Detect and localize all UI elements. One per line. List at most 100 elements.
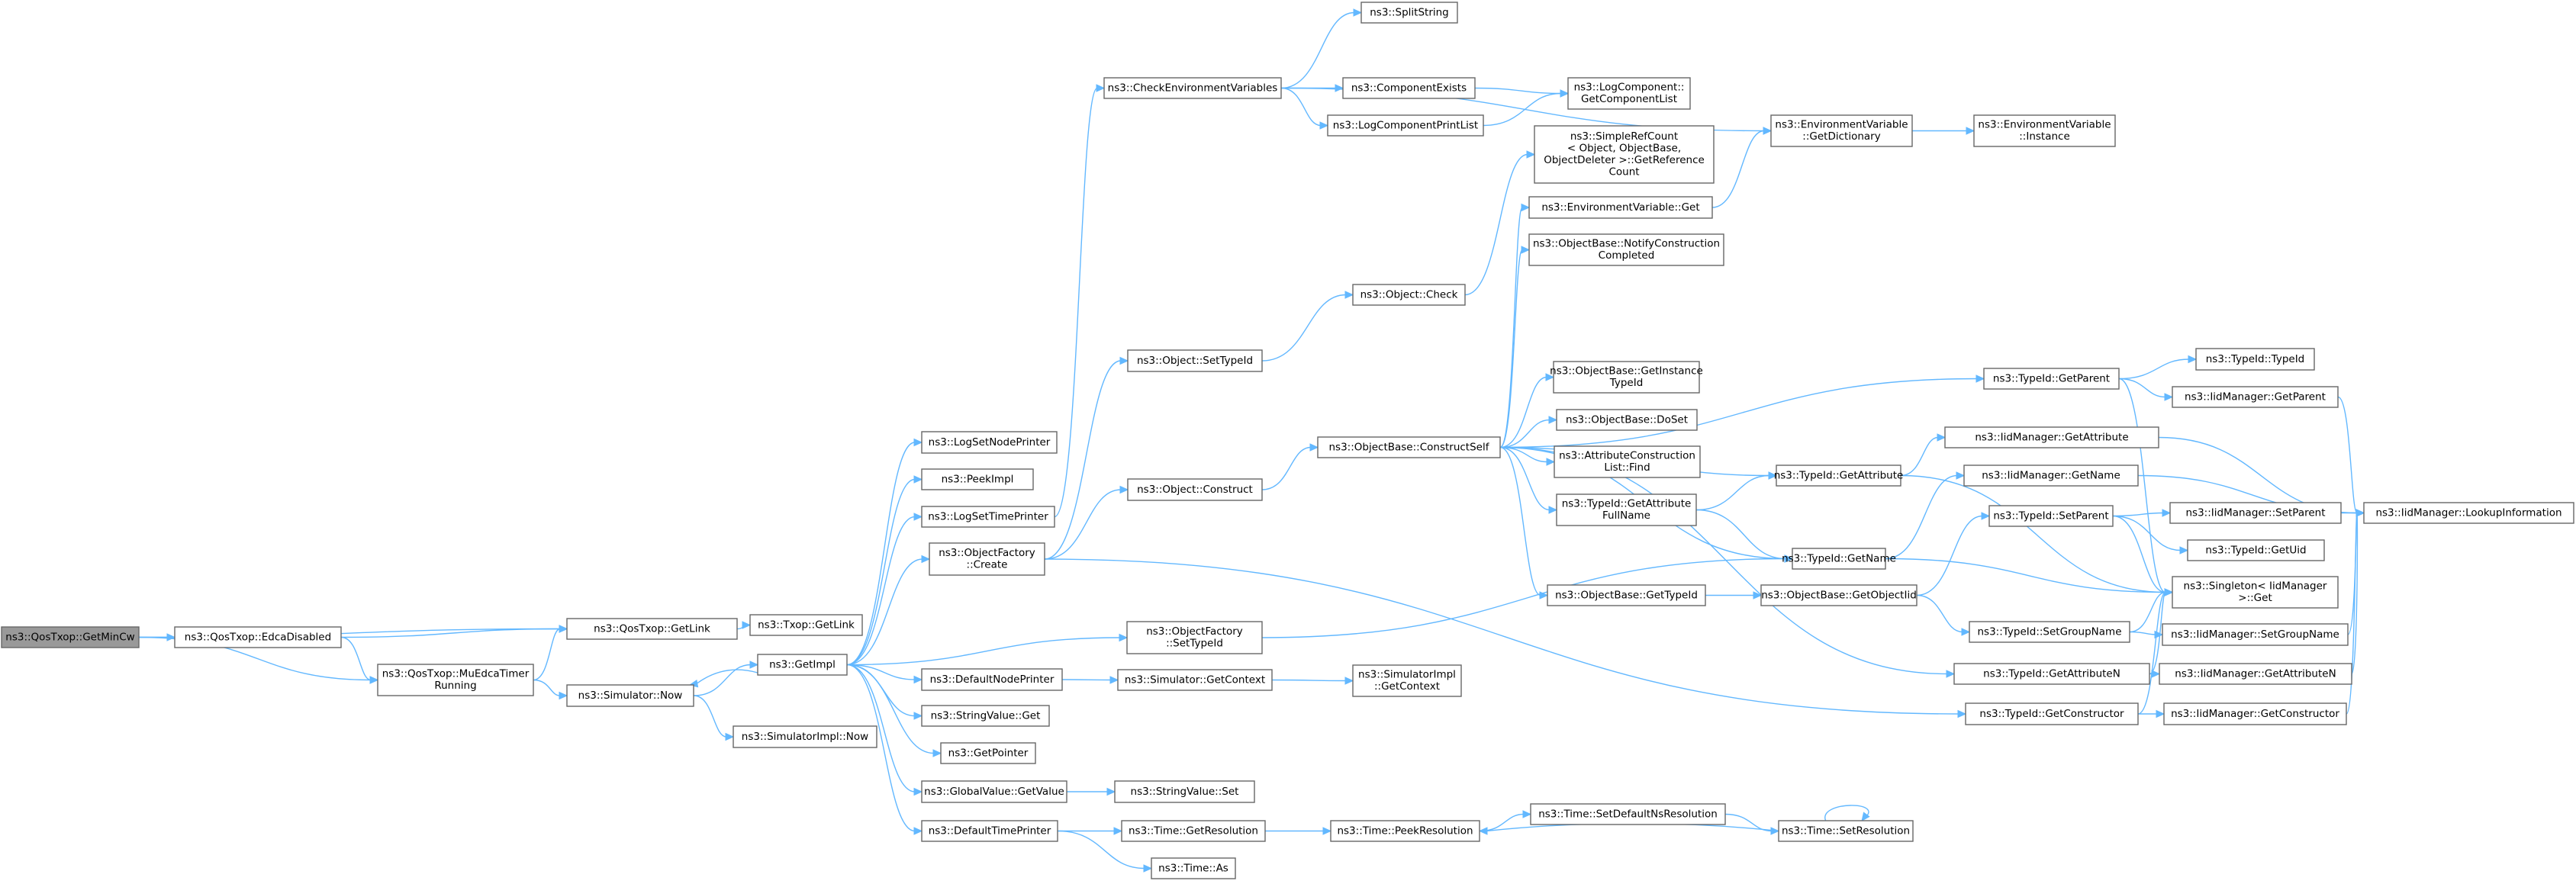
function-node[interactable]: ns3::ObjectBase::GetObjectIid (1760, 584, 1918, 606)
function-node[interactable]: ns3::Object::Construct (1127, 478, 1263, 501)
function-node[interactable]: ns3::GetPointer (940, 742, 1036, 764)
function-node[interactable]: ns3::Time::As (1151, 857, 1236, 879)
function-node[interactable]: ns3::Time::GetResolution (1121, 820, 1266, 842)
function-node[interactable]: ns3::LogSetTimePrinter (921, 506, 1055, 528)
call-edge (736, 621, 752, 630)
function-node[interactable]: ns3::SimulatorImpl::Now (733, 725, 877, 748)
function-node[interactable]: ns3::TypeId::SetParent (1988, 505, 2114, 527)
node-box (1342, 77, 1476, 99)
function-node[interactable]: ns3::ComponentExists (1342, 77, 1476, 99)
edge-arrowhead (742, 621, 752, 629)
call-edge (1057, 830, 1153, 873)
function-node[interactable]: ns3::Object::SetTypeId (1127, 349, 1263, 372)
function-node[interactable]: ns3::QosTxop::EdcaDisabled (174, 626, 342, 648)
function-node[interactable]: ns3::IidManager::GetConstructor (2163, 702, 2347, 725)
function-node[interactable]: ns3::Time::SetDefaultNsResolution (1530, 803, 1726, 825)
node-box (1103, 77, 1282, 99)
function-node[interactable]: ns3::LogComponent::GetComponentList (1567, 77, 1691, 110)
edge-arrowhead (369, 676, 379, 684)
call-edge (688, 669, 758, 688)
function-node[interactable]: ns3::SplitString (1360, 2, 1458, 24)
function-node[interactable]: ns3::ObjectFactory::SetTypeId (1126, 621, 1263, 654)
node-label: ns3::ComponentExists (1351, 82, 1467, 94)
function-node[interactable]: ns3::IidManager::GetAttribute (1944, 426, 2159, 448)
function-node[interactable]: ns3::IidManager::GetParent (2172, 386, 2339, 408)
edge-arrowhead (913, 712, 923, 720)
function-node[interactable]: ns3::Txop::GetLink (749, 614, 863, 636)
call-edge (2112, 515, 2189, 555)
function-node[interactable]: ns3::ObjectBase::GetTypeId (1547, 584, 1706, 606)
function-node[interactable]: ns3::StringValue::Get (921, 705, 1050, 727)
node-label: ns3::GetImpl (769, 658, 836, 670)
function-node[interactable]: ns3::IidManager::GetName (1963, 465, 2139, 487)
function-node[interactable]: ns3::LogComponentPrintList (1327, 114, 1484, 137)
function-node[interactable]: ns3::SimpleRefCount< Object, ObjectBase,… (1534, 125, 1715, 184)
function-node[interactable]: ns3::IidManager::SetGroupName (2162, 623, 2349, 646)
node-box (1528, 196, 1713, 219)
node-box (2172, 576, 2339, 609)
call-edge (1499, 446, 1556, 466)
function-node[interactable]: ns3::TypeId::GetConstructor (1965, 702, 2139, 725)
edge-line (2158, 436, 2358, 514)
function-node[interactable]: ns3::EnvironmentVariable::Instance (1973, 114, 2116, 147)
function-node[interactable]: ns3::DefaultTimePrinter (921, 820, 1058, 842)
node-box (566, 684, 694, 707)
function-node[interactable]: ns3::IidManager::GetAttributeN (2159, 663, 2352, 685)
function-node[interactable]: ns3::Time::PeekResolution (1330, 820, 1480, 842)
function-node[interactable]: ns3::QosTxop::GetLink (566, 618, 738, 640)
function-node[interactable]: ns3::TypeId::TypeId (2195, 348, 2315, 371)
function-node[interactable]: ns3::Time::SetResolution (1778, 820, 1914, 842)
edge-line (1261, 294, 1347, 362)
node-box (566, 618, 738, 640)
edge-arrowhead (913, 513, 923, 521)
function-node[interactable]: ns3::GlobalValue::GetValue (921, 780, 1067, 803)
function-node[interactable]: ns3::ObjectBase::NotifyConstructionCompl… (1528, 233, 1724, 266)
node-box (1556, 493, 1697, 526)
call-edge (1499, 416, 1558, 448)
function-node[interactable]: ns3::TypeId::SetGroupName (1969, 621, 2130, 643)
edge-arrowhead (1119, 633, 1129, 642)
node-label: >::Get (2238, 592, 2272, 604)
node-label: ns3::AttributeConstruction (1559, 450, 1695, 462)
function-node[interactable]: ns3::Simulator::Now (566, 684, 694, 707)
function-node[interactable]: ns3::ObjectBase::DoSet (1556, 409, 1698, 431)
function-node[interactable]: ns3::Singleton< IidManager >::Get (2172, 576, 2339, 609)
call-edge (846, 633, 1129, 666)
function-node[interactable]: ns3::ObjectFactory::Create (929, 542, 1045, 576)
function-node[interactable]: ns3::SimulatorImpl::GetContext (1352, 664, 1462, 697)
function-node[interactable]: ns3::IidManager::LookupInformation (2363, 502, 2574, 524)
function-node[interactable]: ns3::EnvironmentVariable::Get (1528, 196, 1713, 219)
edge-line (846, 664, 916, 832)
function-node[interactable]: ns3::ObjectBase::ConstructSelf (1317, 436, 1501, 458)
function-node[interactable]: ns3::TypeId::GetName (1782, 548, 1896, 570)
function-node[interactable]: ns3::TypeId::GetUid (2187, 539, 2325, 561)
node-box (377, 664, 534, 696)
edge-arrowhead (913, 475, 923, 484)
edge-line (846, 442, 916, 666)
root-function-node[interactable]: ns3::QosTxop::GetMinCw (1, 626, 140, 648)
node-label: ns3::Txop::GetLink (758, 619, 855, 631)
function-node[interactable]: ns3::LogSetNodePrinter (921, 431, 1058, 454)
function-node[interactable]: ns3::Object::Check (1352, 284, 1466, 306)
node-box (2187, 539, 2325, 561)
function-node[interactable]: ns3::Simulator::GetContext (1117, 669, 1273, 691)
function-node[interactable]: ns3::TypeId::GetAttributeN (1953, 663, 2150, 685)
node-label: ns3::LogComponentPrintList (1333, 119, 1478, 131)
function-node[interactable]: ns3::GetImpl (757, 654, 848, 676)
function-node[interactable]: ns3::PeekImpl (921, 468, 1034, 490)
function-node[interactable]: ns3::EnvironmentVariable::GetDictionary (1770, 114, 1913, 147)
function-node[interactable]: ns3::TypeId::GetAttribute (1774, 465, 1904, 487)
node-box (921, 820, 1058, 842)
function-node[interactable]: ns3::StringValue::Set (1114, 780, 1255, 803)
function-node[interactable]: ns3::DefaultNodePrinter (921, 668, 1063, 691)
call-edge (1280, 87, 1329, 130)
node-box (921, 506, 1055, 528)
node-label: ns3::TypeId::GetParent (1993, 372, 2110, 384)
function-node[interactable]: ns3::CheckEnvironmentVariables (1103, 77, 1282, 99)
function-node[interactable]: ns3::IidManager::SetParent (2169, 502, 2342, 524)
function-node[interactable]: ns3::TypeId::GetParent (1983, 368, 2120, 390)
